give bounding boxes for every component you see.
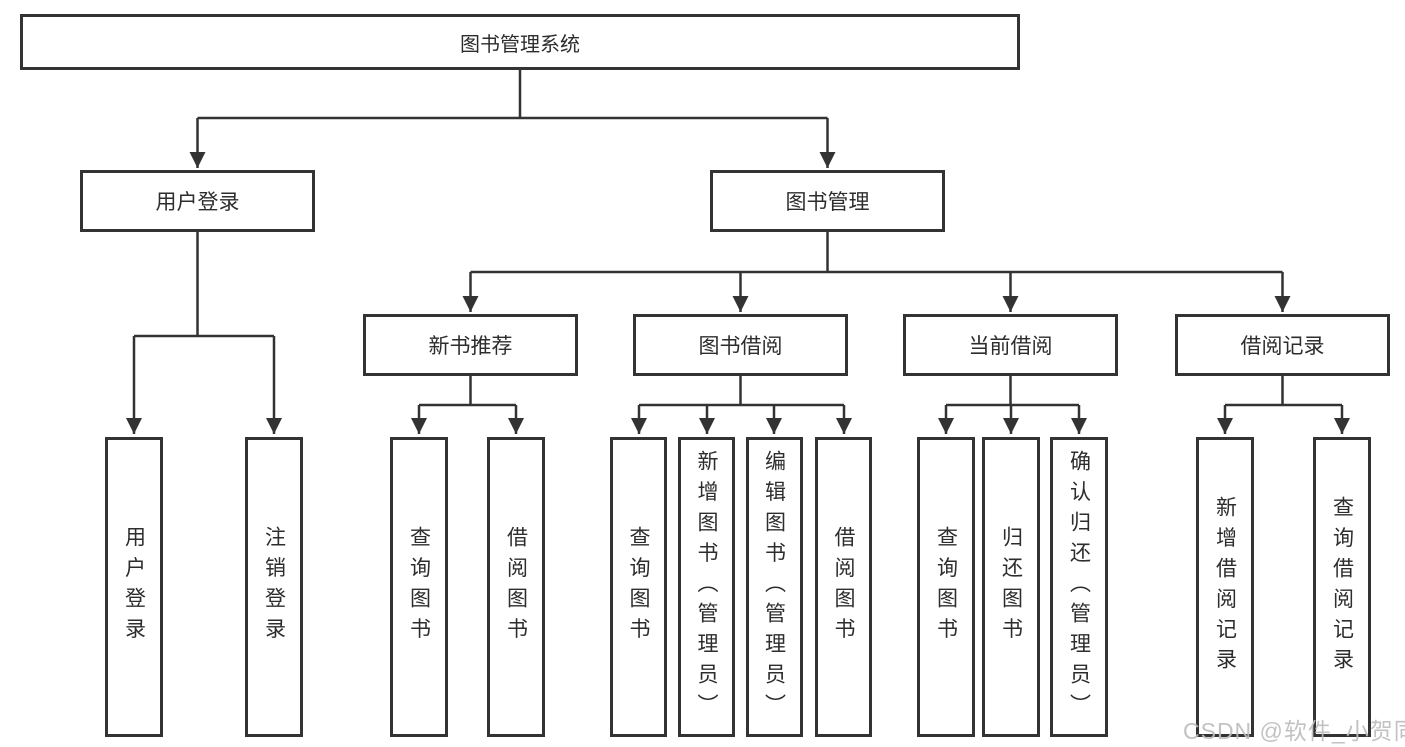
node-library-management-system: 图书管理系统 — [20, 14, 1020, 70]
leaf-borrow-books-recommend: 借阅图书 — [487, 437, 545, 737]
leaf-query-books-current: 查询图书 — [917, 437, 975, 737]
node-new-book-recommend: 新书推荐 — [363, 314, 578, 376]
node-book-management: 图书管理 — [710, 170, 945, 232]
leaf-confirm-return-admin: 确认归还（管理员） — [1050, 437, 1108, 737]
leaf-return-book: 归还图书 — [982, 437, 1040, 737]
leaf-add-borrow-record: 新增借阅记录 — [1196, 437, 1254, 737]
leaf-user-login: 用户登录 — [105, 437, 163, 737]
leaf-borrow-books: 借阅图书 — [815, 437, 872, 737]
leaf-query-books-recommend: 查询图书 — [390, 437, 448, 737]
node-borrow-records: 借阅记录 — [1175, 314, 1390, 376]
node-user-login: 用户登录 — [80, 170, 315, 232]
leaf-add-book-admin: 新增图书（管理员） — [678, 437, 735, 737]
node-current-borrow: 当前借阅 — [903, 314, 1118, 376]
leaf-query-books-borrow: 查询图书 — [610, 437, 667, 737]
csdn-watermark: CSDN @软件_小贺同学 — [1183, 718, 1405, 744]
leaf-edit-book-admin: 编辑图书（管理员） — [745, 437, 803, 737]
node-book-borrow: 图书借阅 — [633, 314, 848, 376]
leaf-logout: 注销登录 — [245, 437, 303, 737]
leaf-query-borrow-record: 查询借阅记录 — [1313, 437, 1371, 737]
